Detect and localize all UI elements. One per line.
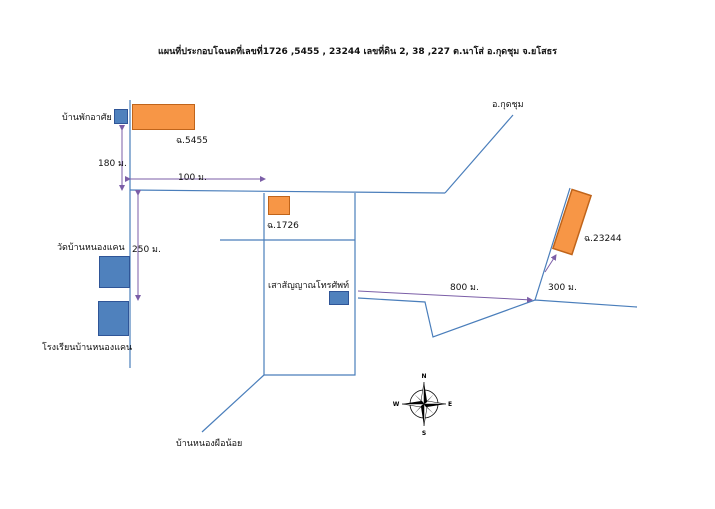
- road-east: [357, 297, 638, 338]
- parcel-1726-shape: [268, 196, 290, 215]
- compass-n: N: [421, 373, 426, 380]
- parcel-5455-shape: [132, 104, 195, 130]
- home-building: [114, 109, 128, 124]
- label-parcel-1726: ฉ.1726: [267, 221, 299, 231]
- label-village: บ้านหนองผือน้อย: [176, 439, 243, 449]
- arrow-800: [357, 290, 533, 303]
- compass-s: S: [422, 430, 426, 437]
- distance-arrows: [119, 125, 557, 303]
- compass-w: W: [393, 401, 400, 408]
- road-to-parcel-23244: [534, 187, 571, 301]
- label-parcel-23244: ฉ.23244: [584, 234, 622, 244]
- antenna-building: [329, 291, 349, 305]
- road-to-village: [201, 374, 265, 433]
- label-300m: 300 ม.: [548, 283, 577, 293]
- label-250m: 250 ม.: [132, 245, 161, 255]
- label-parcel-5455: ฉ.5455: [176, 136, 208, 146]
- road-to-kutchum: [444, 114, 514, 194]
- parcel-23244-shape: [551, 188, 593, 256]
- label-180m: 180 ม.: [98, 159, 127, 169]
- school-building: [98, 301, 129, 336]
- label-temple: วัดบ้านหนองแคน: [57, 243, 125, 253]
- arrow-300: [544, 254, 557, 273]
- temple-building: [99, 256, 130, 288]
- road-network: [129, 100, 638, 433]
- road-main-horizontal: [129, 189, 446, 194]
- label-home: บ้านพักอาศัย: [62, 113, 112, 123]
- compass-e: E: [448, 401, 452, 408]
- label-antenna: เสาสัญญาณโทรศัพท์: [268, 281, 350, 291]
- label-100m: 100 ม.: [178, 173, 207, 183]
- label-800m: 800 ม.: [450, 283, 479, 293]
- map-title: แผนที่ประกอบโฉนดที่เลขที่1726 ,5455 , 23…: [158, 47, 557, 57]
- road-inner-loop: [263, 193, 356, 376]
- compass-rose-icon: N S E W: [393, 373, 452, 437]
- label-school: โรงเรียนบ้านหนองแคน: [42, 343, 133, 353]
- label-district: อ.กุดชุม: [492, 100, 524, 110]
